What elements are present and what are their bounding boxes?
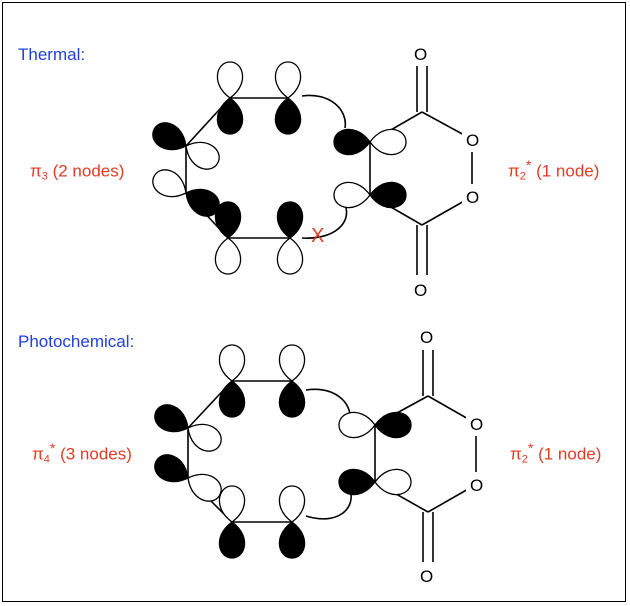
orbital-lobe [369, 128, 407, 156]
antibonding-interaction-arc [301, 204, 348, 239]
orbital-lobe [214, 201, 242, 239]
thermal-diene-orbitals [147, 61, 304, 275]
carbonyl-oxygen-bottom: O [414, 281, 427, 300]
orbital-lobe [218, 485, 246, 523]
thermal-dienophile-ring [369, 66, 473, 275]
bonding-interaction-arc [301, 94, 347, 129]
thermal-diene-orbital-label: π3 (2 nodes) [30, 161, 125, 183]
photochemical-dienophile-ring [374, 350, 477, 562]
orbital-lobe [218, 380, 246, 418]
orbital-lobe [276, 237, 304, 275]
thermal-dienophile-orbital-label: π2* (1 node) [508, 158, 600, 183]
orbital-lobe [278, 485, 306, 523]
photochemical-dienophile-orbital-label: π2* (1 node) [510, 441, 602, 466]
orbital-lobe [369, 181, 407, 209]
orbital-lobe [274, 97, 302, 135]
orbital-lobe [278, 344, 306, 382]
ring-oxygen-upper: O [466, 131, 479, 150]
thermal-scheme: X O O O O [147, 45, 482, 300]
photochemical-diene-orbital-label: π4* (3 nodes) [32, 441, 132, 466]
orbital-lobe [218, 521, 246, 559]
ring-oxygen-upper: O [470, 415, 483, 434]
orbital-lobe [214, 237, 242, 275]
orbital-lobe [374, 468, 412, 496]
orbital-lobe [278, 380, 306, 418]
ring-oxygen-lower: O [466, 188, 479, 207]
thermal-heading: Thermal: [18, 45, 86, 64]
orbital-lobe [216, 61, 244, 99]
orbital-lobe [276, 201, 304, 239]
carbonyl-oxygen-bottom: O [420, 567, 433, 586]
carbonyl-oxygen-top: O [414, 45, 427, 64]
orbital-lobe [374, 411, 412, 439]
orbital-lobe [218, 344, 246, 382]
orbital-lobe [333, 128, 371, 156]
photochemical-scheme: O O O O [149, 328, 486, 586]
bonding-interaction-arc [305, 489, 352, 520]
orbital-lobe [278, 521, 306, 559]
orbital-lobe [338, 468, 376, 496]
ring-oxygen-lower: O [470, 476, 483, 495]
orbital-lobe [338, 411, 376, 439]
orbital-lobe [216, 97, 244, 135]
photochemical-heading: Photochemical: [18, 332, 135, 351]
carbonyl-oxygen-top: O [420, 328, 433, 347]
orbital-lobe [333, 181, 371, 209]
orbital-lobe [274, 61, 302, 99]
photochemical-diene-orbitals [149, 344, 306, 559]
forbidden-mark: X [311, 225, 324, 247]
